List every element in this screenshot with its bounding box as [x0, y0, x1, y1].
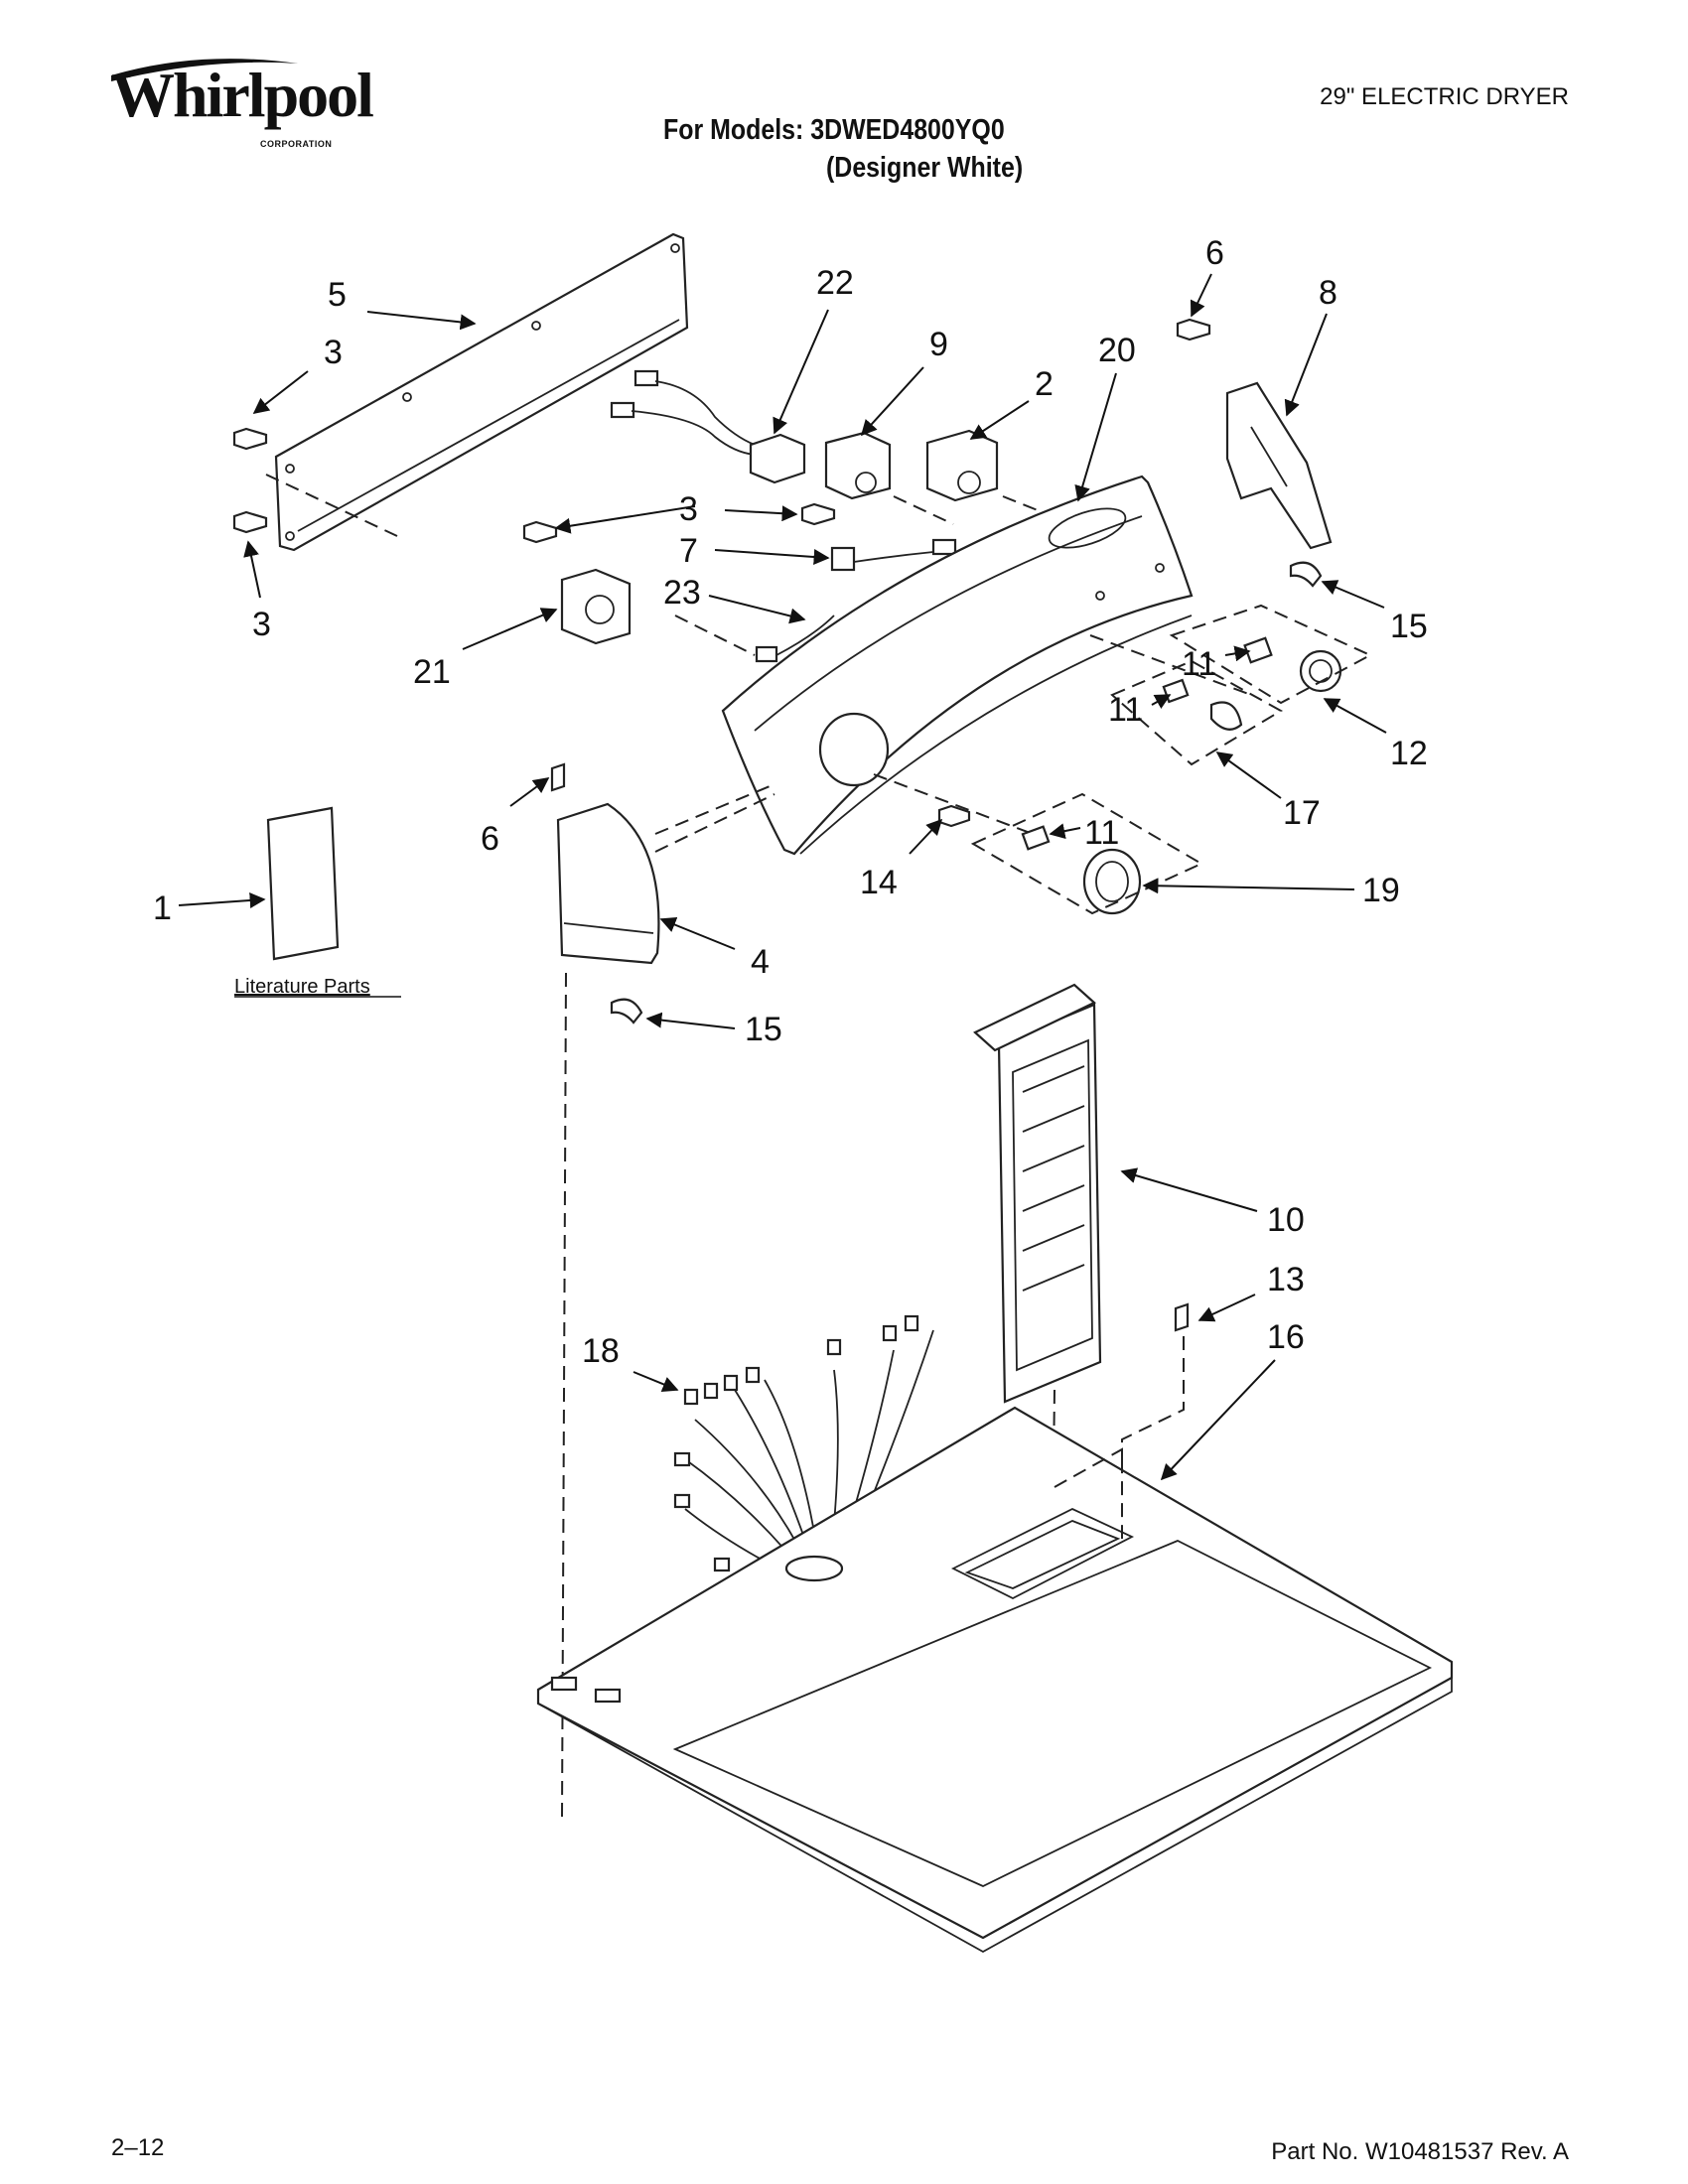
leader-line-15-top	[1321, 580, 1385, 609]
leader-line-7	[714, 549, 830, 565]
leader-line-11c	[1049, 823, 1081, 840]
part-screw-13	[1174, 1302, 1190, 1332]
callout-7: 7	[679, 532, 698, 570]
leader-line-6-top	[1190, 273, 1212, 318]
callout-16: 16	[1267, 1318, 1305, 1356]
leader-line-13	[1197, 1294, 1256, 1322]
part-lint-filter	[973, 983, 1102, 1404]
leader-line-14	[909, 818, 943, 855]
part-top-panel	[536, 1406, 1454, 1954]
leader-line-6-left	[509, 777, 550, 807]
document-type: 29" ELECTRIC DRYER	[1320, 83, 1569, 110]
callout-3b: 3	[252, 606, 271, 643]
leader-line-1	[178, 892, 266, 908]
document-part-number: Part No. W10481537 Rev. A	[1271, 2138, 1569, 2165]
leader-line-20	[1074, 372, 1117, 502]
callout-15-top: 15	[1390, 608, 1428, 645]
callout-3c: 3	[679, 490, 698, 528]
callout-21: 21	[413, 653, 451, 691]
callout-12: 12	[1390, 735, 1428, 772]
callout-2: 2	[1035, 365, 1054, 403]
leader-line-3b	[243, 540, 261, 599]
callout-5: 5	[328, 276, 347, 314]
callout-11b: 11	[1108, 691, 1143, 729]
leader-line-3c	[554, 505, 696, 534]
part-switch-2	[925, 429, 999, 502]
callout-11c: 11	[1084, 814, 1119, 852]
part-knob-12	[1243, 636, 1342, 693]
callout-19: 19	[1362, 872, 1400, 909]
callout-20: 20	[1098, 332, 1136, 369]
leader-line-19	[1142, 878, 1355, 894]
part-screw-6-left	[550, 762, 566, 792]
leader-line-17	[1215, 751, 1282, 799]
leader-line-3a	[252, 370, 309, 414]
brand-logo: Whirlpool	[111, 60, 374, 130]
leader-line-9	[860, 366, 924, 437]
callout-10: 10	[1267, 1201, 1305, 1239]
screw-icon	[232, 427, 836, 544]
leader-line-10	[1120, 1167, 1258, 1212]
callout-1: 1	[153, 889, 172, 927]
callout-22: 22	[816, 264, 854, 302]
part-clip-15-top	[1289, 561, 1323, 588]
part-knob-17	[1162, 678, 1243, 731]
callout-3a: 3	[324, 334, 343, 371]
part-knob-19	[1021, 825, 1142, 915]
leader-line-4	[659, 916, 736, 950]
callout-11a: 11	[1182, 645, 1216, 683]
part-rear-panel	[274, 232, 689, 552]
callout-23: 23	[663, 574, 701, 612]
leader-line-18	[633, 1371, 679, 1392]
part-connector	[830, 538, 957, 572]
callout-9: 9	[929, 326, 948, 363]
model-variant: (Designer White)	[826, 152, 1024, 184]
leader-line-2	[969, 400, 1030, 440]
part-switch-9	[824, 431, 892, 500]
part-clip-15-left	[610, 998, 643, 1024]
callout-6-top: 6	[1205, 234, 1224, 272]
callout-18: 18	[582, 1332, 620, 1370]
callout-15-left: 15	[745, 1011, 782, 1048]
leader-line-16	[1160, 1359, 1276, 1481]
part-console	[721, 475, 1194, 856]
part-harness-23	[755, 614, 835, 663]
part-wire-harness	[610, 369, 806, 484]
models-line: For Models: 3DWED4800YQ0	[663, 114, 1005, 146]
leader-line-11a	[1224, 645, 1251, 662]
part-hinge-bracket	[1225, 381, 1333, 550]
callout-17: 17	[1283, 794, 1321, 832]
leader-line-15-left	[645, 1012, 736, 1029]
leader-line-5	[366, 311, 477, 331]
callout-6-left: 6	[481, 820, 499, 858]
logo-swoosh	[111, 59, 298, 81]
callout-14: 14	[860, 864, 898, 901]
leader-line-21	[462, 608, 558, 650]
leader-line-8	[1284, 313, 1328, 417]
callout-4: 4	[751, 943, 770, 981]
leader-line-11b	[1151, 694, 1172, 709]
part-end-cap	[556, 802, 660, 965]
callout-13: 13	[1267, 1261, 1305, 1298]
leader-line-23	[708, 595, 806, 624]
part-timer	[560, 568, 632, 645]
leader-line-22	[773, 309, 829, 435]
part-literature	[266, 806, 340, 961]
part-screw-6-top	[1176, 318, 1211, 341]
literature-parts-label: Literature Parts	[234, 976, 370, 998]
leader-line-12	[1323, 698, 1387, 734]
brand-subtitle: CORPORATION	[260, 139, 333, 149]
leader-line-3d	[724, 505, 798, 522]
page-number: 2–12	[111, 2134, 165, 2161]
callout-8: 8	[1319, 274, 1337, 312]
